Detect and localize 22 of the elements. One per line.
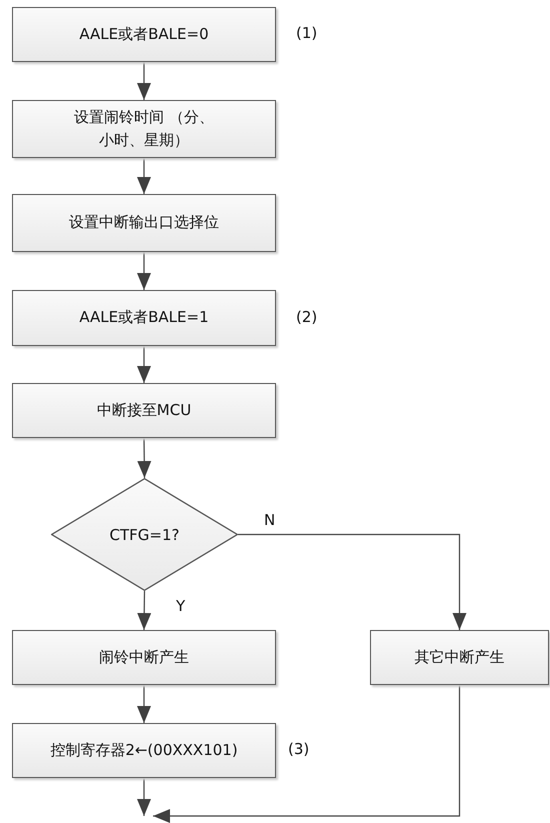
process-box: 中断接至MCU (12, 383, 276, 438)
process-box: 设置闹铃时间 （分、小时、星期） (12, 100, 276, 158)
arrow (137, 158, 151, 194)
arrow (137, 778, 151, 816)
arrow (137, 252, 151, 290)
process-box: AALE或者BALE=1 (12, 290, 276, 346)
step-number: (3) (288, 741, 310, 758)
step-number: (2) (296, 309, 318, 326)
arrow (137, 346, 151, 383)
arrow (137, 438, 152, 478)
arrow (238, 534, 466, 630)
process-box: 设置中断输出口选择位 (12, 194, 276, 252)
process-box: 闹铃中断产生 (12, 630, 276, 685)
step-number: (1) (296, 25, 318, 42)
process-box: AALE或者BALE=0 (12, 7, 276, 62)
arrow (137, 591, 152, 630)
arrow (137, 62, 151, 100)
arrow (137, 685, 151, 723)
process-box: 其它中断产生 (370, 630, 549, 685)
arrow (153, 685, 460, 823)
process-box: 控制寄存器2←(00XXX101) (12, 723, 276, 778)
decision-diamond: CTFG=1? (51, 478, 238, 591)
